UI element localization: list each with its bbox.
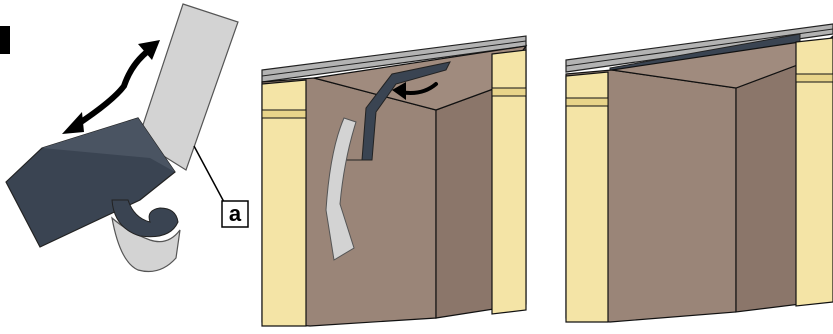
tape-installed-result xyxy=(566,24,833,322)
tape-fold-detail: a xyxy=(6,4,248,272)
callout-leader-line xyxy=(194,146,224,202)
step-marker-fragment xyxy=(0,26,10,54)
install-tape-step xyxy=(262,36,526,326)
fold-direction-arrow xyxy=(72,48,152,128)
left-door-panel-final xyxy=(566,72,608,322)
callout-label: a xyxy=(229,201,242,226)
arrowhead-left-icon xyxy=(62,112,84,134)
